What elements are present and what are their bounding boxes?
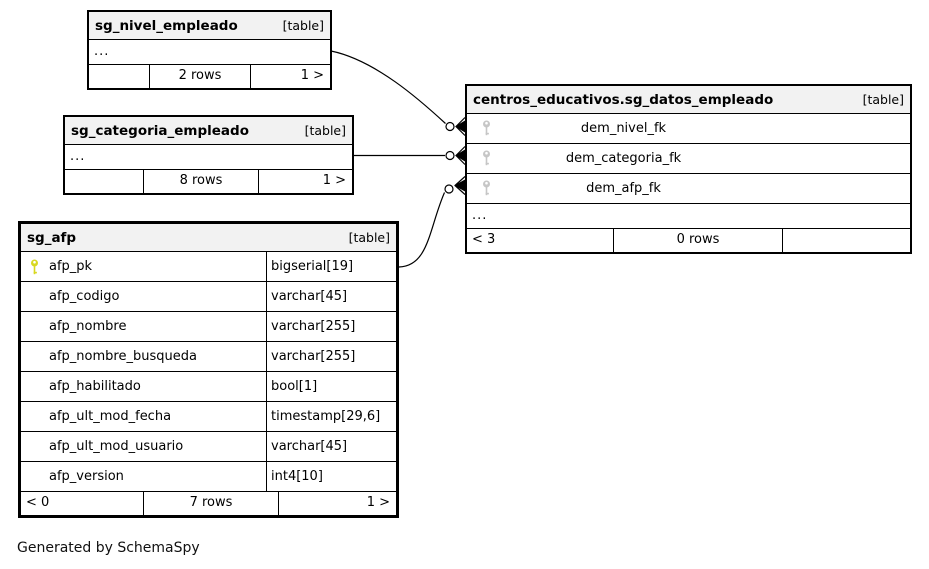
table-sg-categoria-empleado[interactable]: sg_categoria_empleado [table] ... 8 rows… [63, 115, 354, 195]
table-header-sg-afp[interactable]: sg_afp [table] [21, 224, 396, 252]
column-type: timestamp[29,6] [271, 409, 381, 424]
column-name: afp_ult_mod_usuario [49, 439, 184, 454]
footer-prev: < 3 [472, 232, 496, 247]
table-type-badge: [table] [304, 123, 346, 138]
column-name: afp_ult_mod_fecha [49, 409, 172, 424]
footer-prev [89, 65, 149, 88]
table-header-sg-categoria-empleado[interactable]: sg_categoria_empleado [table] [65, 117, 352, 145]
table-footer: < 0 7 rows 1 > [21, 492, 396, 515]
foreign-key-icon [481, 180, 492, 200]
primary-key-icon [29, 259, 40, 275]
column-row-dem-nivel-fk: dem_nivel_fk [467, 114, 910, 144]
table-sg-nivel-empleado[interactable]: sg_nivel_empleado [table] ... 2 rows 1 > [87, 10, 332, 90]
table-title: sg_afp [27, 229, 77, 246]
column-type: bigserial[19] [271, 259, 354, 274]
column-row-afp-version: afp_version int4[10] [21, 462, 396, 492]
table-sg-afp[interactable]: sg_afp [table] afp_pk bigserial[19] afp_… [18, 221, 399, 518]
column-row-afp-codigo: afp_codigo varchar[45] [21, 282, 396, 312]
column-type: varchar[45] [271, 439, 348, 454]
generator-note: Generated by SchemaSpy [17, 540, 200, 556]
footer-prev: < 0 [26, 495, 50, 510]
relationship-categoria-line [354, 146, 466, 165]
column-type: bool[1] [271, 379, 318, 394]
column-name: afp_nombre [49, 319, 127, 334]
footer-next [783, 229, 910, 252]
relationship-nivel-line [330, 50, 466, 136]
table-title: centros_educativos.sg_datos_empleado [473, 91, 774, 108]
table-footer: < 3 0 rows [467, 229, 910, 252]
table-sg-datos-empleado[interactable]: centros_educativos.sg_datos_empleado [ta… [465, 84, 912, 254]
collapsed-columns-row: ... [65, 145, 352, 170]
table-type-badge: [table] [282, 18, 324, 33]
footer-next: 1 > [300, 68, 324, 83]
table-type-badge: [table] [348, 230, 390, 245]
column-row-afp-nombre: afp_nombre varchar[255] [21, 312, 396, 342]
column-name: afp_pk [49, 259, 93, 274]
table-header-sg-datos-empleado[interactable]: centros_educativos.sg_datos_empleado [ta… [467, 86, 910, 114]
footer-row-count: 8 rows [143, 170, 259, 193]
table-title: sg_categoria_empleado [71, 122, 249, 139]
column-type: varchar[255] [271, 319, 356, 334]
column-type: varchar[45] [271, 289, 348, 304]
column-row-afp-pk: afp_pk bigserial[19] [21, 252, 396, 282]
column-name: dem_categoria_fk [565, 151, 682, 166]
collapsed-columns-row: ... [89, 40, 330, 65]
footer-row-count: 7 rows [143, 492, 279, 515]
relationship-afp-line [398, 176, 466, 268]
foreign-key-icon [481, 120, 492, 140]
collapsed-columns-row: ... [467, 204, 910, 229]
column-row-afp-ult-mod-usuario: afp_ult_mod_usuario varchar[45] [21, 432, 396, 462]
column-row-dem-afp-fk: dem_afp_fk [467, 174, 910, 204]
foreign-key-icon [481, 150, 492, 170]
table-header-sg-nivel-empleado[interactable]: sg_nivel_empleado [table] [89, 12, 330, 40]
column-row-afp-nombre-busqueda: afp_nombre_busqueda varchar[255] [21, 342, 396, 372]
column-row-afp-ult-mod-fecha: afp_ult_mod_fecha timestamp[29,6] [21, 402, 396, 432]
column-row-afp-habilitado: afp_habilitado bool[1] [21, 372, 396, 402]
column-name: dem_nivel_fk [580, 121, 667, 136]
column-name: dem_afp_fk [586, 181, 661, 196]
footer-prev [65, 170, 143, 193]
footer-row-count: 2 rows [149, 65, 251, 88]
table-title: sg_nivel_empleado [95, 17, 238, 34]
column-name: afp_codigo [49, 289, 120, 304]
column-row-dem-categoria-fk: dem_categoria_fk [467, 144, 910, 174]
footer-next: 1 > [322, 173, 346, 188]
table-footer: 2 rows 1 > [89, 65, 330, 88]
column-type: int4[10] [271, 469, 323, 484]
footer-row-count: 0 rows [613, 229, 783, 252]
column-name: afp_nombre_busqueda [49, 349, 197, 364]
column-name: afp_version [49, 469, 124, 484]
table-footer: 8 rows 1 > [65, 170, 352, 193]
column-name: afp_habilitado [49, 379, 141, 394]
column-type: varchar[255] [271, 349, 356, 364]
footer-next: 1 > [366, 495, 390, 510]
table-type-badge: [table] [862, 92, 904, 107]
